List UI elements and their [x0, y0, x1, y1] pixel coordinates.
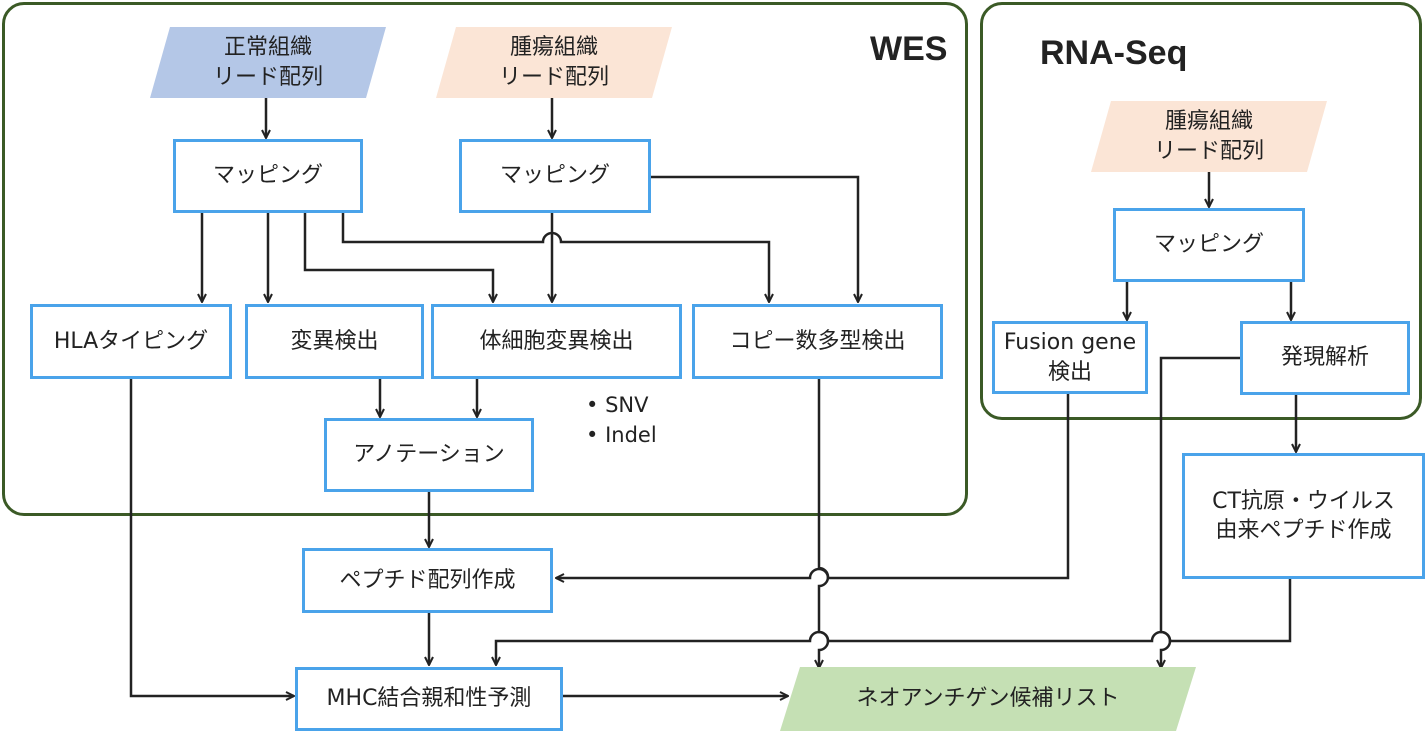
- somatic-type-indel: Indel: [605, 423, 657, 447]
- somatic-type-item: • SNV: [586, 393, 649, 417]
- rnaseq-group: [980, 2, 1422, 420]
- normal-reads-label: 正常組織 リード配列: [212, 35, 323, 90]
- somatic-variant-detection-box: 体細胞変異検出: [431, 304, 682, 379]
- mapping-tumor-box: マッピング: [459, 139, 651, 213]
- somatic-types-list: • SNV • Indel: [586, 390, 657, 450]
- tumor-reads-wes-input: 腫瘍組織 リード配列: [436, 27, 672, 98]
- tumor-reads-rna-label: 腫瘍組織 リード配列: [1153, 109, 1264, 164]
- arrow-hla-to-mhc: [129, 378, 294, 696]
- arrow-mapping-normal-to-cnv: [341, 211, 769, 302]
- tumor-reads-rna-shape: [1091, 101, 1327, 172]
- arrow-mapping-normal-to-somatic: [303, 211, 493, 302]
- tumor-reads-wes-label: 腫瘍組織 リード配列: [498, 35, 609, 90]
- wes-group-title: WES: [870, 30, 948, 68]
- neoantigen-list-label: ネオアンチゲン候補リスト: [856, 686, 1120, 712]
- annotation-box: アノテーション: [324, 418, 534, 492]
- somatic-type-item: • Indel: [586, 423, 657, 447]
- arrow-fusion-to-peptide: [556, 393, 1070, 578]
- hla-typing-box: HLAタイピング: [30, 304, 232, 379]
- arrow-mapping-tumor-to-cnv: [649, 175, 858, 302]
- tumor-reads-rna-input: 腫瘍組織 リード配列: [1091, 101, 1327, 172]
- neoantigen-list-shape: [780, 667, 1196, 731]
- expression-analysis-box: 発現解析: [1240, 321, 1410, 395]
- variant-detection-box: 変異検出: [245, 304, 424, 379]
- normal-reads-shape: [150, 27, 386, 98]
- arrow-ct-to-mhc: [496, 578, 1292, 665]
- fusion-gene-box: Fusion gene 検出: [992, 321, 1148, 394]
- normal-reads-input: 正常組織 リード配列: [150, 27, 386, 98]
- peptide-sequence-box: ペプチド配列作成: [302, 548, 553, 613]
- somatic-type-snv: SNV: [605, 393, 649, 417]
- mhc-binding-box: MHC結合親和性予測: [295, 667, 563, 731]
- ct-antigen-box: CT抗原・ウイルス 由来ペプチド作成: [1182, 453, 1425, 579]
- wes-group: [2, 2, 968, 516]
- tumor-reads-wes-shape: [436, 27, 672, 98]
- mapping-normal-box: マッピング: [173, 139, 363, 213]
- rnaseq-group-title: RNA-Seq: [1040, 34, 1188, 72]
- arrow-cnv-to-output: [819, 378, 830, 668]
- neoantigen-list-output: ネオアンチゲン候補リスト: [780, 667, 1196, 731]
- mapping-rna-box: マッピング: [1113, 208, 1305, 282]
- copy-number-detection-box: コピー数多型検出: [692, 304, 943, 379]
